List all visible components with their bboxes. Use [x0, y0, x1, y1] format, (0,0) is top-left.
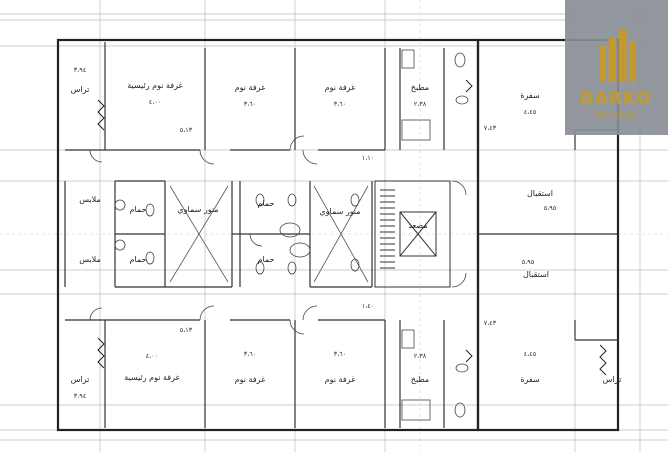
logo: DARKO Real Estate	[565, 0, 668, 135]
label-dining-bottom: سفرة	[520, 375, 540, 384]
outer-walls	[56, 38, 620, 432]
label-reception-bottom: استقبال	[523, 270, 549, 279]
logo-tagline: Real Estate	[595, 111, 638, 120]
room-labels: غرفة نوم رئيسية ٤،٠٠ غرفة نوم ٣،٦٠ غرفة …	[71, 66, 622, 400]
dim-master-top: ٤،٠٠	[149, 98, 162, 106]
label-bath-center-2: حمام	[258, 255, 275, 264]
label-terrace-bottom-right: تراس	[603, 375, 622, 384]
dim-master-bottom: ٤،٠٠	[146, 352, 159, 360]
dim-bed1-bottom: ٣،٦٠	[244, 350, 257, 358]
label-shaft-right: منور سماوي	[319, 207, 360, 216]
label-terrace-bottom-left: تراس	[71, 375, 90, 384]
interior-walls	[64, 42, 618, 428]
label-shaft-left: منور سماوي	[177, 205, 218, 214]
dim-corridor: ١،٤٠	[362, 302, 375, 310]
label-bedroom-bottom-1: غرفة نوم	[235, 375, 266, 384]
logo-wordmark: DARKO	[580, 89, 652, 109]
label-terrace-top-left: تراس	[71, 85, 90, 94]
label-clothes-bottom: ملابس	[79, 255, 100, 264]
label-bath-top-left: حمام	[130, 205, 147, 214]
logo-backdrop	[565, 0, 668, 135]
dim-right-bottom: ٧،٤٣	[484, 319, 497, 327]
label-clothes-top: ملابس	[79, 195, 100, 204]
building-icon	[600, 30, 636, 82]
dim-bed2-bottom: ٣،٦٠	[334, 350, 347, 358]
label-kitchen-bottom: مطبخ	[411, 375, 429, 384]
label-kitchen-top: مطبخ	[411, 83, 429, 92]
label-bedroom-top-2: غرفة نوم	[325, 83, 356, 92]
label-bath-bottom-left: حمام	[130, 255, 147, 264]
dim-side-top: ٥،١٣	[180, 126, 193, 134]
label-reception-top: استقبال	[527, 189, 553, 198]
dim-kitchen-bottom: ٢،٣٨	[414, 352, 427, 360]
dim-side-bottom: ٥،١٣	[180, 326, 193, 334]
label-elevator: مصعد	[408, 221, 427, 230]
label-bedroom-master-top: غرفة نوم رئيسية	[127, 81, 182, 90]
label-bedroom-top-1: غرفة نوم	[235, 83, 266, 92]
dim-dining-bottom: ٤،٤٥	[524, 350, 537, 358]
label-bedroom-master-bottom: غرفة نوم رئيسية	[124, 373, 179, 382]
label-dining-top: سفرة	[520, 91, 540, 100]
dim-bed1-top: ٣،٦٠	[244, 100, 257, 108]
dim-stair: ١،١٠	[362, 154, 375, 162]
windows	[97, 79, 607, 376]
dim-reception-bottom: ٥،٩٥	[522, 258, 535, 266]
stair-core	[374, 180, 451, 288]
dim-kitchen-top: ٢،٣٨	[414, 100, 427, 108]
dim-terrace-top: ٣،٩٤	[74, 66, 87, 74]
dim-terrace-bottom: ٣،٩٤	[74, 392, 87, 400]
dim-bed2-top: ٣،٦٠	[334, 100, 347, 108]
dim-right-top: ٧،٤٣	[484, 124, 497, 132]
label-bedroom-bottom-2: غرفة نوم	[325, 375, 356, 384]
dim-dining-top: ٤،٤٥	[524, 108, 537, 116]
doors	[89, 135, 467, 335]
label-bath-center-1: حمام	[258, 199, 275, 208]
fixtures	[114, 49, 469, 421]
dim-reception-top: ٥،٩٥	[544, 204, 557, 212]
